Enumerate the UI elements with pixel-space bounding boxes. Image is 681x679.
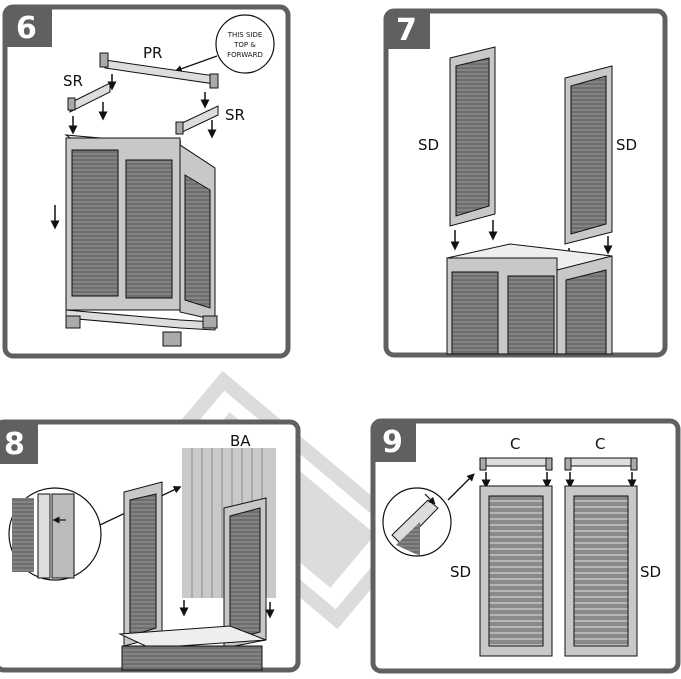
orientation-note: THIS SIDE TOP & FORWARD — [174, 14, 275, 74]
detail-callout-9 — [382, 473, 475, 557]
cap-c-left: C — [479, 435, 553, 471]
step-9-arrows — [481, 472, 637, 489]
label-sd-right: SD — [616, 136, 637, 154]
cabinet-frame — [64, 134, 218, 347]
side-panel-9-right: SD — [564, 485, 661, 657]
top-rail-pr: PR — [99, 44, 219, 89]
cap-c-right: C — [564, 435, 638, 471]
label-ba: BA — [230, 432, 251, 450]
step-6-badge — [5, 7, 52, 47]
label-sd-left: SD — [418, 136, 439, 154]
label-c-left: C — [510, 435, 520, 453]
step-8-number: 8 — [4, 427, 25, 462]
label-sd-9-left: SD — [450, 563, 471, 581]
step-9-badge — [373, 421, 416, 462]
step-6-arrows — [50, 74, 217, 230]
side-rail-sr-left: SR — [63, 72, 111, 113]
side-rail-sr-right: SR — [175, 105, 245, 135]
note-line-1: THIS SIDE — [227, 31, 263, 39]
step-6-panel: 6 THIS SIDE TOP & FORWARD PR SR SR — [2, 4, 291, 359]
step-7-panel: 7 SD SD — [383, 8, 668, 358]
label-sr-left: SR — [63, 72, 83, 90]
note-line-2: TOP & — [233, 41, 256, 49]
detail-callout-8 — [8, 486, 182, 581]
step-7-badge — [386, 11, 430, 49]
cabinet-base-7 — [446, 243, 613, 355]
step-6-number: 6 — [16, 11, 37, 46]
side-panel-sd-right: SD — [564, 65, 637, 245]
note-line-3: FORWARD — [227, 51, 263, 59]
step-8-arrows — [179, 600, 275, 619]
step-8-panel: 8 BA — [0, 419, 301, 673]
cabinet-8 — [118, 481, 267, 671]
side-panel-9-left: SD — [450, 485, 553, 657]
label-sd-9-right: SD — [640, 563, 661, 581]
step-9-number: 9 — [382, 425, 403, 460]
step-9-panel: 9 C C SD — [370, 418, 681, 674]
step-8-badge — [0, 422, 38, 464]
step-7-number: 7 — [396, 13, 417, 48]
label-pr: PR — [143, 44, 162, 62]
label-sr-right: SR — [225, 106, 245, 124]
label-c-right: C — [595, 435, 605, 453]
side-panel-sd-left: SD — [418, 46, 496, 227]
